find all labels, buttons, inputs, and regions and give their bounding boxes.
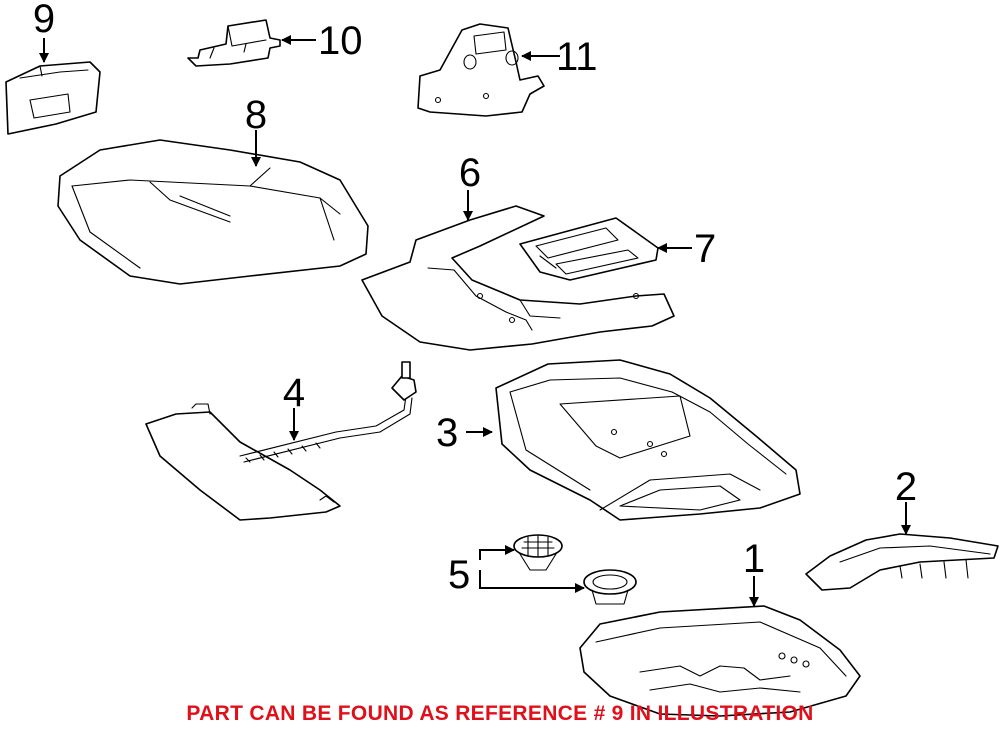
- callout-2: 2: [895, 465, 917, 509]
- callout-9: 9: [33, 0, 55, 41]
- callout-3: 3: [436, 411, 458, 455]
- part-2-side-trim: [805, 533, 999, 591]
- reference-note: PART CAN BE FOUND AS REFERENCE # 9 IN IL…: [186, 702, 814, 725]
- leader-lines: [39, 35, 911, 607]
- part-11-plate: [417, 23, 545, 117]
- part-1-seat-pan: [579, 605, 861, 717]
- callout-7: 7: [694, 227, 716, 271]
- callout-11: 11: [556, 35, 598, 79]
- callout-4: 4: [283, 371, 305, 415]
- part-7-heater-sheet: [519, 217, 659, 281]
- callout-6: 6: [459, 151, 481, 195]
- part-4-heater-element: [145, 361, 417, 521]
- callout-10: 10: [318, 19, 363, 63]
- callout-5: 5: [448, 553, 470, 597]
- callout-8: 8: [245, 93, 267, 137]
- part-10-bracket: [187, 19, 281, 67]
- part-5-grommets: [513, 534, 637, 605]
- part-3-cushion-frame: [495, 359, 801, 521]
- part-8-cushion-pad: [57, 139, 369, 285]
- callout-1: 1: [743, 537, 765, 581]
- part-6-seat-mat: [361, 205, 675, 351]
- part-9-side-cover: [5, 61, 101, 135]
